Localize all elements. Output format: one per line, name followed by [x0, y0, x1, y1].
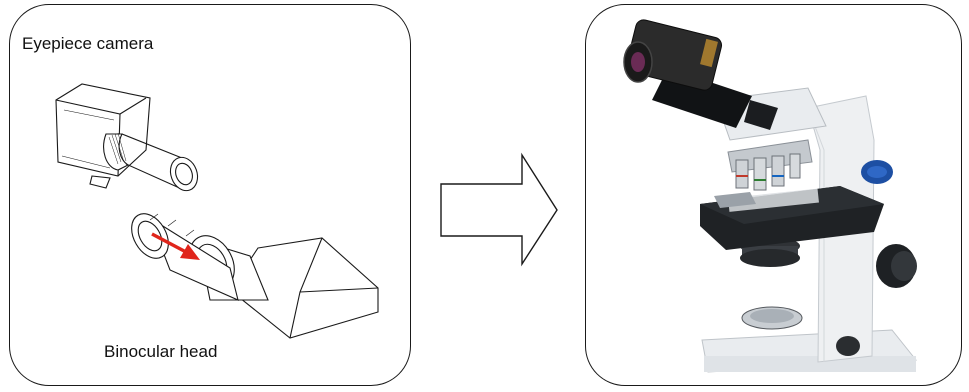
- eyepiece-camera-label: Eyepiece camera: [22, 34, 154, 53]
- binocular-head-label: Binocular head: [104, 342, 218, 361]
